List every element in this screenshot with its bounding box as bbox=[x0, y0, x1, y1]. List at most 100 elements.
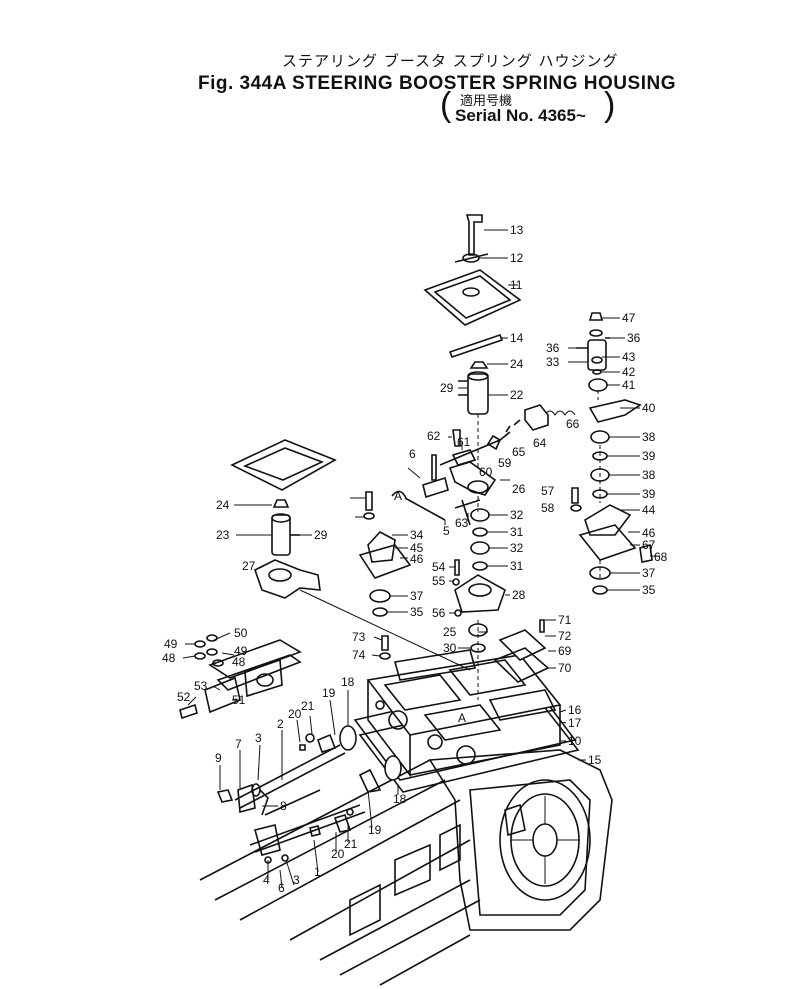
callout-50: 50 bbox=[234, 626, 248, 640]
callout-67: 67 bbox=[642, 538, 656, 552]
callout-A-lower: A bbox=[458, 711, 466, 725]
callout-32b: 32 bbox=[510, 541, 524, 555]
callout-7: 7 bbox=[235, 737, 242, 751]
callout-43: 43 bbox=[622, 350, 636, 364]
paren-left: ( bbox=[440, 86, 452, 124]
callout-73: 73 bbox=[352, 630, 366, 644]
callout-29: 29 bbox=[440, 381, 454, 395]
callout-40: 40 bbox=[642, 401, 656, 415]
serial-number: Serial No. 4365~ bbox=[455, 106, 586, 125]
valve-handle-assembly bbox=[358, 214, 576, 700]
callout-65: 65 bbox=[512, 445, 526, 459]
callout-26: 26 bbox=[512, 482, 526, 496]
callout-39b: 39 bbox=[642, 487, 656, 501]
callout-30: 30 bbox=[443, 641, 457, 655]
callout-6b: 6 bbox=[278, 881, 285, 895]
callout-20: 20 bbox=[288, 707, 302, 721]
callout-68: 68 bbox=[654, 550, 668, 564]
callout-66: 66 bbox=[566, 417, 580, 431]
callout-39: 39 bbox=[642, 449, 656, 463]
callout-1: 1 bbox=[314, 865, 321, 879]
callout-22: 22 bbox=[510, 388, 524, 402]
callout-31b: 31 bbox=[510, 559, 524, 573]
shaft-assembly bbox=[216, 725, 402, 864]
callout-46: 46 bbox=[410, 552, 424, 566]
callout-19: 19 bbox=[322, 686, 336, 700]
callout-16: 16 bbox=[568, 703, 582, 717]
callout-72: 72 bbox=[558, 629, 572, 643]
callout-labels: 13 12 11 14 24 29 22 47 36 36 33 43 42 4… bbox=[162, 223, 668, 895]
callout-15: 15 bbox=[588, 753, 602, 767]
callout-55: 55 bbox=[432, 574, 446, 588]
callout-71: 71 bbox=[558, 613, 572, 627]
callout-17: 17 bbox=[568, 716, 582, 730]
callout-44: 44 bbox=[642, 503, 656, 517]
callout-33: 33 bbox=[546, 355, 560, 369]
leader-lines bbox=[182, 229, 660, 889]
callout-37: 37 bbox=[410, 589, 424, 603]
callout-24-left: 24 bbox=[216, 498, 230, 512]
top-housing-cover bbox=[353, 649, 580, 793]
callout-48b: 48 bbox=[232, 655, 246, 669]
callout-23: 23 bbox=[216, 528, 230, 542]
callout-27: 27 bbox=[242, 559, 256, 573]
callout-61: 61 bbox=[457, 435, 471, 449]
callout-2: 2 bbox=[277, 717, 284, 731]
callout-59: 59 bbox=[498, 456, 512, 470]
callout-56: 56 bbox=[432, 606, 446, 620]
callout-49b: 49 bbox=[234, 644, 248, 658]
callout-37-right: 37 bbox=[642, 566, 656, 580]
callout-28: 28 bbox=[512, 588, 526, 602]
callout-60: 60 bbox=[479, 465, 493, 479]
callout-46-right: 46 bbox=[642, 526, 656, 540]
left-valve-assembly bbox=[230, 439, 471, 671]
callout-19b: 19 bbox=[368, 823, 382, 837]
callout-34: 34 bbox=[410, 528, 424, 542]
callout-20b: 20 bbox=[331, 847, 345, 861]
callout-18b: 18 bbox=[393, 792, 407, 806]
callout-36: 36 bbox=[627, 331, 641, 345]
callout-38b: 38 bbox=[642, 468, 656, 482]
callout-9: 9 bbox=[215, 751, 222, 765]
callout-58-right: 58 bbox=[541, 501, 555, 515]
callout-69: 69 bbox=[558, 644, 572, 658]
callout-42: 42 bbox=[622, 365, 636, 379]
callout-13: 13 bbox=[510, 223, 524, 237]
callout-A-upper: A bbox=[394, 489, 402, 503]
callout-53: 53 bbox=[194, 679, 208, 693]
title-japanese: ステアリング ブースタ スプリング ハウジング bbox=[282, 52, 619, 70]
callout-14: 14 bbox=[510, 331, 524, 345]
callout-5: 5 bbox=[443, 524, 450, 538]
title-block: ステアリング ブースタ スプリング ハウジング Fig. 344A STEERI… bbox=[0, 0, 788, 130]
figure-title: Fig. 344A STEERING BOOSTER SPRING HOUSIN… bbox=[198, 73, 676, 94]
callout-35-right: 35 bbox=[642, 583, 656, 597]
callout-49: 49 bbox=[164, 637, 178, 651]
callout-52: 52 bbox=[177, 690, 191, 704]
callout-12: 12 bbox=[510, 251, 524, 265]
callout-21: 21 bbox=[301, 699, 315, 713]
callout-62: 62 bbox=[427, 429, 441, 443]
callout-51: 51 bbox=[232, 693, 246, 707]
callout-29-left: 29 bbox=[314, 528, 328, 542]
callout-6: 6 bbox=[409, 447, 416, 461]
callout-25: 25 bbox=[443, 625, 457, 639]
callout-64: 64 bbox=[533, 436, 547, 450]
callout-3b: 3 bbox=[293, 873, 300, 887]
callout-21b: 21 bbox=[344, 837, 358, 851]
callout-10: 10 bbox=[568, 734, 582, 748]
callout-18: 18 bbox=[341, 675, 355, 689]
callout-63: 63 bbox=[455, 516, 469, 530]
callout-47: 47 bbox=[622, 311, 636, 325]
callout-36b: 36 bbox=[546, 341, 560, 355]
callout-38: 38 bbox=[642, 430, 656, 444]
callout-57-right: 57 bbox=[541, 484, 555, 498]
serial-japanese: 適用号機 bbox=[460, 94, 513, 109]
callout-48: 48 bbox=[162, 651, 176, 665]
paren-right: ) bbox=[604, 86, 616, 124]
callout-35: 35 bbox=[410, 605, 424, 619]
callout-54: 54 bbox=[432, 560, 446, 574]
callout-24: 24 bbox=[510, 357, 524, 371]
callout-41: 41 bbox=[622, 378, 636, 392]
callout-45: 45 bbox=[410, 541, 424, 555]
